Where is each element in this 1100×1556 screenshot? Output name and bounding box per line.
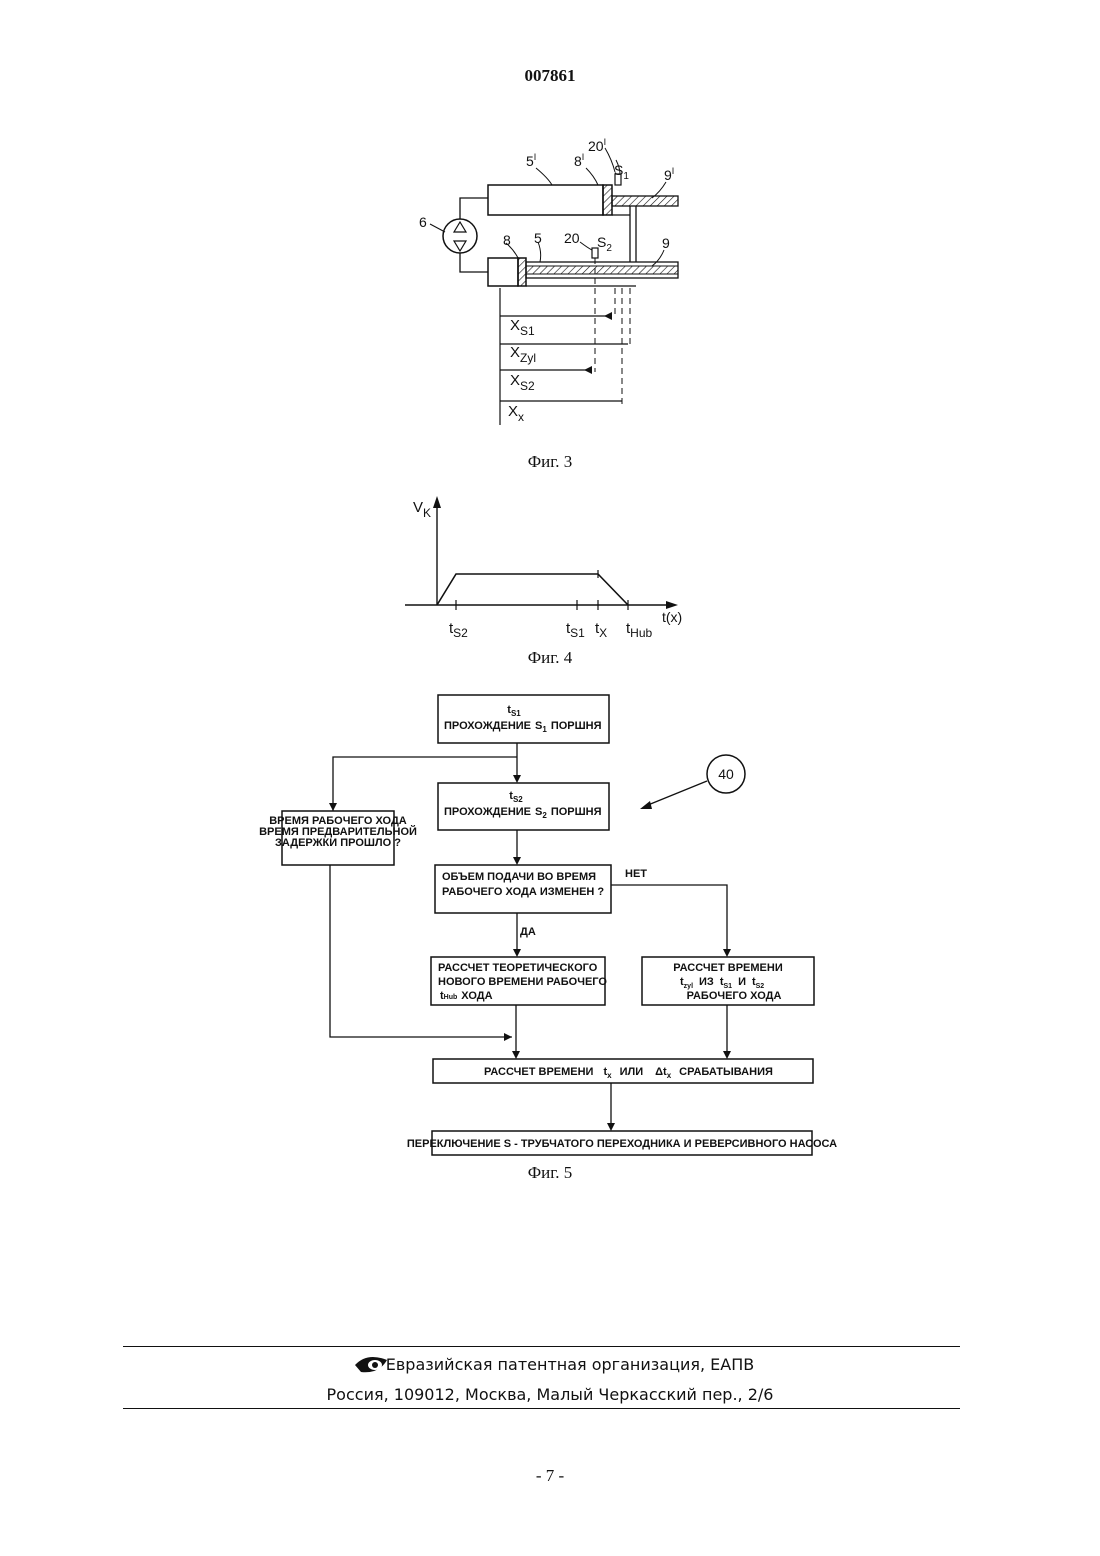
- label-no: НЕТ: [625, 868, 647, 880]
- piston-lower: [518, 258, 526, 286]
- figure-4-caption: Фиг. 4: [0, 648, 1100, 668]
- y-axis-label: VK: [413, 499, 431, 520]
- label-9: 9: [662, 235, 670, 251]
- label-xzyl: XZyl: [510, 344, 536, 365]
- calc-time-line-3: РАБОЧЕГО ХОДА: [687, 990, 782, 1002]
- cylinder-lower-head: [488, 258, 518, 286]
- label-xx: Xx: [508, 403, 524, 424]
- label-5: 5: [534, 230, 542, 246]
- label-6: 6: [419, 214, 427, 230]
- label-xs1: XS1: [510, 317, 535, 338]
- box-ts1: [438, 695, 609, 743]
- trigger-text: РАССЧЕТ ВРЕМЕНИtxИЛИΔtxСРАБАТЫВАНИЯ: [484, 1066, 773, 1080]
- box1-text: ПРОХОЖДЕНИЕS1ПОРШНЯ: [444, 720, 602, 734]
- label-s1: S1: [614, 162, 629, 182]
- calc-time-line-1: РАССЧЕТ ВРЕМЕНИ: [673, 962, 783, 974]
- tick-ts1: tS1: [566, 620, 585, 640]
- calc-theory-line-2: НОВОГО ВРЕМЕНИ РАБОЧЕГО: [438, 976, 607, 988]
- box2-t: tS2: [509, 790, 523, 804]
- footer-bottom-rule: [123, 1408, 960, 1409]
- label-yes: ДА: [520, 926, 536, 938]
- box1-t: tS1: [507, 704, 521, 718]
- page-number: - 7 -: [0, 1466, 1100, 1486]
- tick-thub: tHub: [626, 620, 653, 640]
- velocity-profile-line: [437, 574, 628, 605]
- calc-theory-line-1: РАССЧЕТ ТЕОРЕТИЧЕСКОГО: [438, 962, 598, 974]
- switch-text: ПЕРЕКЛЮЧЕНИЕ S - ТРУБЧАТОГО ПЕРЕХОДНИКА …: [407, 1138, 837, 1150]
- label-s2: S2: [597, 234, 612, 254]
- cylinder-upper: [488, 185, 603, 215]
- footer-address: Россия, 109012, Москва, Малый Черкасский…: [0, 1385, 1100, 1404]
- label-20: 20: [564, 230, 580, 246]
- figure-5-caption: Фиг. 5: [0, 1163, 1100, 1183]
- footer-top-rule: [123, 1346, 960, 1347]
- label-xs2: XS2: [510, 372, 535, 393]
- left-box-line-3: ЗАДЕРЖКИ ПРОШЛО ?: [275, 837, 401, 849]
- tick-ts2: tS2: [449, 620, 468, 640]
- rod-lower: [526, 266, 678, 274]
- figure-3-diagram: 5I 8I 20I S1 9I 6 8 5 20 S2 9 XS1 XZyl X…: [0, 0, 1100, 450]
- label-9-prime: 9I: [664, 166, 674, 183]
- footer-org: Евразийская патентная организация, ЕАПВ: [0, 1355, 1100, 1374]
- reference-number: 40: [718, 766, 734, 782]
- x-axis-label: t(x): [662, 609, 682, 625]
- tick-tx: tX: [595, 620, 607, 640]
- figure-4-chart: VK t(x) tS2 tS1 tX tHub: [0, 490, 1100, 645]
- decision-line-1: ОБЪЕМ ПОДАЧИ ВО ВРЕМЯ: [442, 871, 596, 883]
- label-20-prime: 20I: [588, 137, 606, 154]
- figure-5-flowchart: 40 tS1 ПРОХОЖДЕНИЕS1ПОРШНЯ tS2 ПРОХОЖДЕН…: [0, 685, 1100, 1165]
- calc-theory-line-3: tHubХОДА: [440, 990, 493, 1002]
- rod-upper: [612, 196, 678, 206]
- pump-symbol: [443, 219, 477, 253]
- label-8: 8: [503, 232, 511, 248]
- label-5-prime: 5I: [526, 152, 536, 169]
- label-8-prime: 8I: [574, 152, 584, 169]
- calc-time-line-2: tzylИЗtS1ИtS2: [680, 976, 764, 990]
- figure-3-caption: Фиг. 3: [0, 452, 1100, 472]
- piston-upper: [603, 185, 612, 215]
- box2-text: ПРОХОЖДЕНИЕS2ПОРШНЯ: [444, 806, 602, 820]
- decision-line-2: РАБОЧЕГО ХОДА ИЗМЕНЕН ?: [442, 886, 604, 898]
